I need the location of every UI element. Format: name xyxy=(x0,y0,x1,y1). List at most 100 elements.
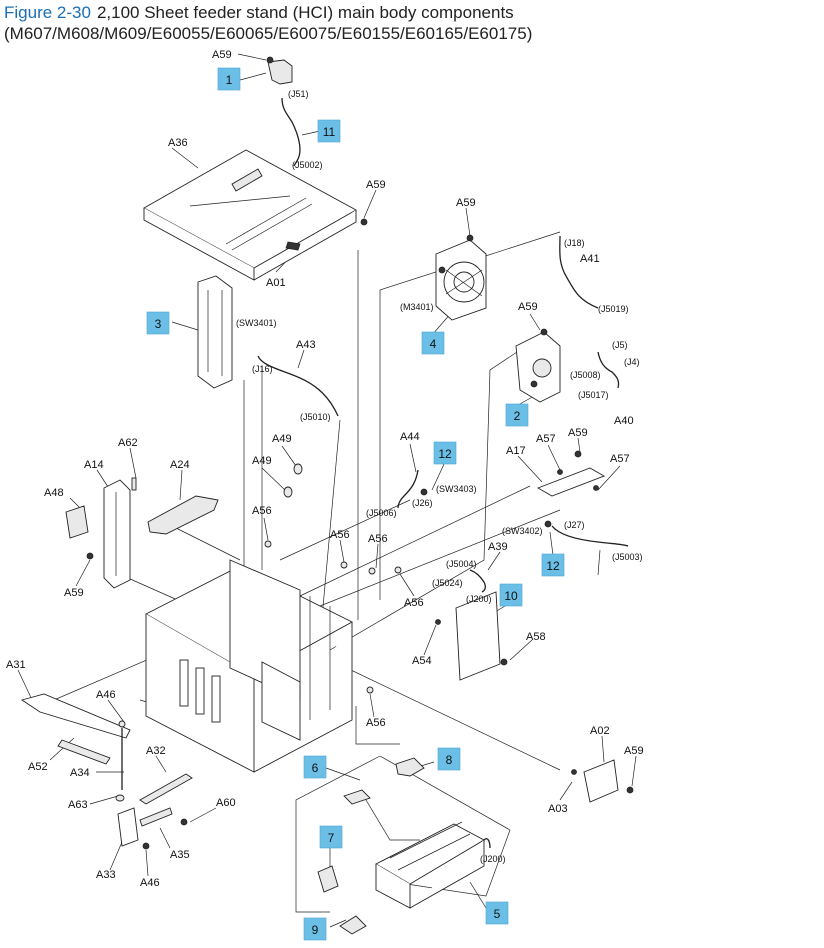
bracket-a17 xyxy=(536,450,606,497)
bracket-a33 xyxy=(117,807,139,847)
feed-assembly-part xyxy=(375,821,491,909)
svg-text:12: 12 xyxy=(546,559,560,573)
callout-badge: 3 xyxy=(146,311,170,335)
side-guide-a14 xyxy=(86,477,137,589)
connector-label: (J18) xyxy=(564,238,585,248)
part-label: A56 xyxy=(366,717,386,729)
connector-label: (J4) xyxy=(624,357,640,367)
sensor-bracket-part xyxy=(266,56,293,85)
svg-text:1: 1 xyxy=(226,73,233,87)
part-8 xyxy=(395,757,425,777)
pcb-board-part xyxy=(435,591,508,681)
svg-text:6: 6 xyxy=(312,761,319,775)
part-label: A39 xyxy=(488,541,508,553)
connector-label: (J51) xyxy=(288,89,309,99)
svg-text:7: 7 xyxy=(328,831,335,845)
connector-label: (J5004) xyxy=(446,559,477,569)
part-label: A17 xyxy=(506,445,526,457)
part-label: A60 xyxy=(216,797,236,809)
part-label: A40 xyxy=(614,415,634,427)
switch-sw3402 xyxy=(544,520,552,528)
part-label: A02 xyxy=(590,725,610,737)
connector-label: (J5003) xyxy=(612,552,643,562)
connector-label: (M3401) xyxy=(400,302,434,312)
part-label: A56 xyxy=(330,529,350,541)
switch-sw3403 xyxy=(420,488,428,496)
callout-badge: 1 xyxy=(217,67,241,91)
connector-label: (J5) xyxy=(612,340,628,350)
part-label: A59 xyxy=(456,197,476,209)
svg-text:8: 8 xyxy=(446,753,453,767)
part-label-group: A59 A36 A59 A01 A59 A41 A59 A40 A43 A49 … xyxy=(6,49,644,889)
top-frame-a36 xyxy=(143,149,368,281)
roller-a49-2 xyxy=(283,486,293,498)
part-label: A59 xyxy=(64,587,84,599)
part-label: A63 xyxy=(68,799,88,811)
callout-badge: 8 xyxy=(437,747,461,771)
part-label: A36 xyxy=(168,137,188,149)
svg-text:5: 5 xyxy=(494,907,501,921)
part-label: A33 xyxy=(96,869,116,881)
callout-badge: 4 xyxy=(421,331,445,355)
lever-a24 xyxy=(147,495,219,535)
svg-text:11: 11 xyxy=(323,125,336,139)
svg-text:9: 9 xyxy=(312,923,319,937)
connector-label: (J200) xyxy=(480,854,506,864)
svg-text:12: 12 xyxy=(438,447,452,461)
svg-text:4: 4 xyxy=(430,337,437,351)
cable-a40 xyxy=(597,351,620,389)
part-label: A49 xyxy=(252,455,272,467)
part-7 xyxy=(317,865,339,893)
part-label: A32 xyxy=(146,745,166,757)
callout-badge: 2 xyxy=(505,403,529,427)
svg-text:3: 3 xyxy=(155,317,162,331)
part-label: A52 xyxy=(28,761,48,773)
connector-label: (J5019) xyxy=(598,304,629,314)
part-label: A43 xyxy=(296,339,316,351)
cable-a44 xyxy=(397,469,419,509)
part-label: A57 xyxy=(610,453,630,465)
cable-a39 xyxy=(469,569,486,593)
part-6-clip xyxy=(343,789,371,805)
part-a35 xyxy=(139,807,173,827)
part-label: A46 xyxy=(96,689,116,701)
part-label: A31 xyxy=(6,659,26,671)
part-label: A03 xyxy=(548,803,568,815)
connector-label: (J5002) xyxy=(292,160,323,170)
callout-badge: 5 xyxy=(485,901,509,925)
connector-label: (J16) xyxy=(252,364,273,374)
part-label: A57 xyxy=(536,433,556,445)
bracket-a02 xyxy=(571,759,634,803)
callout-badge: 7 xyxy=(319,825,343,849)
svg-text:2: 2 xyxy=(514,409,521,423)
callout-badge: 12 xyxy=(433,441,457,465)
part-label: A56 xyxy=(404,597,424,609)
part-label: A14 xyxy=(84,459,104,471)
label-a48 xyxy=(65,505,89,539)
callout-badge: 12 xyxy=(541,553,565,577)
part-label: A59 xyxy=(518,301,538,313)
motor-assembly-part xyxy=(435,234,487,321)
cable-11 xyxy=(281,97,301,167)
cable-a43 xyxy=(257,355,339,417)
part-label: A56 xyxy=(368,533,388,545)
part-label: A59 xyxy=(624,745,644,757)
part-label: A34 xyxy=(70,767,90,779)
connector-label: (J5024) xyxy=(432,578,463,588)
callout-group: 1 2 3 4 5 6 7 8 9 10 11 12 12 xyxy=(146,67,565,941)
part-label: A41 xyxy=(580,253,600,265)
figure-number: Figure 2-30 xyxy=(4,3,91,22)
sensor-arm-part xyxy=(197,275,233,389)
connector-label: (J5017) xyxy=(578,390,609,400)
part-label: A54 xyxy=(412,655,432,667)
main-body-frame xyxy=(145,540,402,773)
connector-label: (SW3403) xyxy=(436,484,477,494)
connector-label: (J5010) xyxy=(300,412,331,422)
callout-badge: 9 xyxy=(303,917,327,941)
svg-text:10: 10 xyxy=(504,589,518,603)
part-9 xyxy=(339,915,367,935)
connector-label: (J200) xyxy=(466,594,492,604)
part-label: A59 xyxy=(568,427,588,439)
connector-label: (J27) xyxy=(564,520,585,530)
